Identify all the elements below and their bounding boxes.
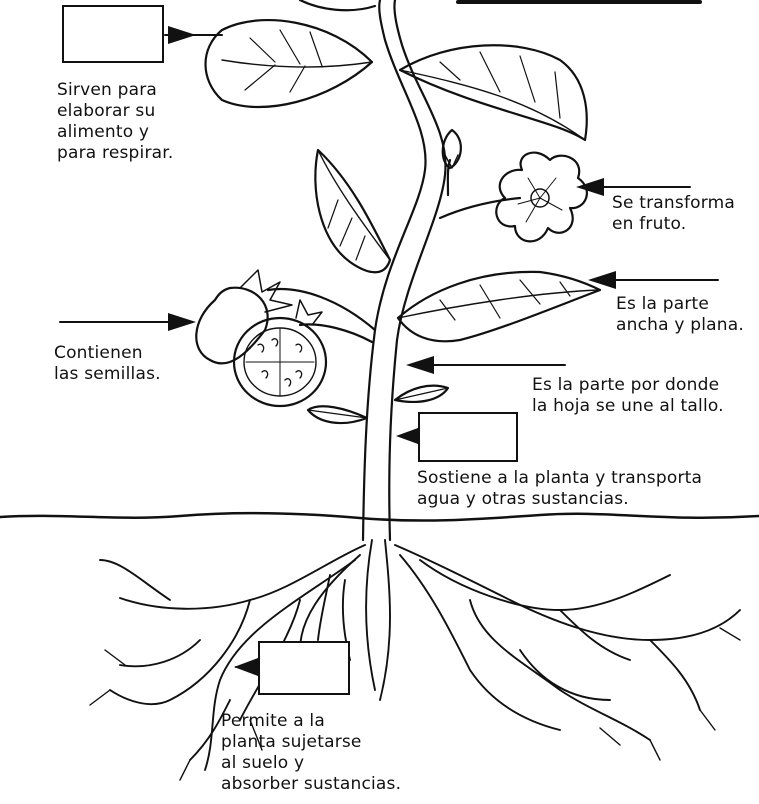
- leaf-top-left: [204, 19, 374, 109]
- leaf-small-right: [393, 384, 450, 404]
- label-peciolo: Es la parte por donde la hoja se une al …: [532, 375, 724, 416]
- leaf-middle-left: [314, 148, 392, 274]
- fruit-whole: [195, 269, 293, 365]
- answer-box-tallo[interactable]: [418, 412, 518, 462]
- label-fruto: Contienen las semillas.: [54, 343, 161, 384]
- flower-bud: [441, 128, 462, 197]
- fruit-cut: [232, 299, 328, 408]
- label-raiz: Permite a la planta sujetarse al suelo y…: [221, 711, 402, 794]
- stem: [361, 0, 447, 542]
- roots: [89, 539, 741, 781]
- answer-box-raiz[interactable]: [258, 641, 350, 695]
- leaf-blade: [396, 270, 602, 343]
- flower: [438, 151, 588, 243]
- label-limbo: Es la parte ancha y plana.: [616, 294, 744, 335]
- arrowheads: [168, 26, 616, 676]
- ground-line: [0, 511, 759, 522]
- label-flor: Se transforma en fruto.: [612, 193, 736, 234]
- answer-box-hojas[interactable]: [62, 5, 164, 63]
- leaf-small-left: [306, 405, 369, 425]
- leaf-top-right: [398, 44, 588, 142]
- label-tallo: Sostiene a la planta y transporta agua y…: [417, 468, 703, 509]
- label-hojas: Sirven para elaborar su alimento y para …: [57, 80, 174, 163]
